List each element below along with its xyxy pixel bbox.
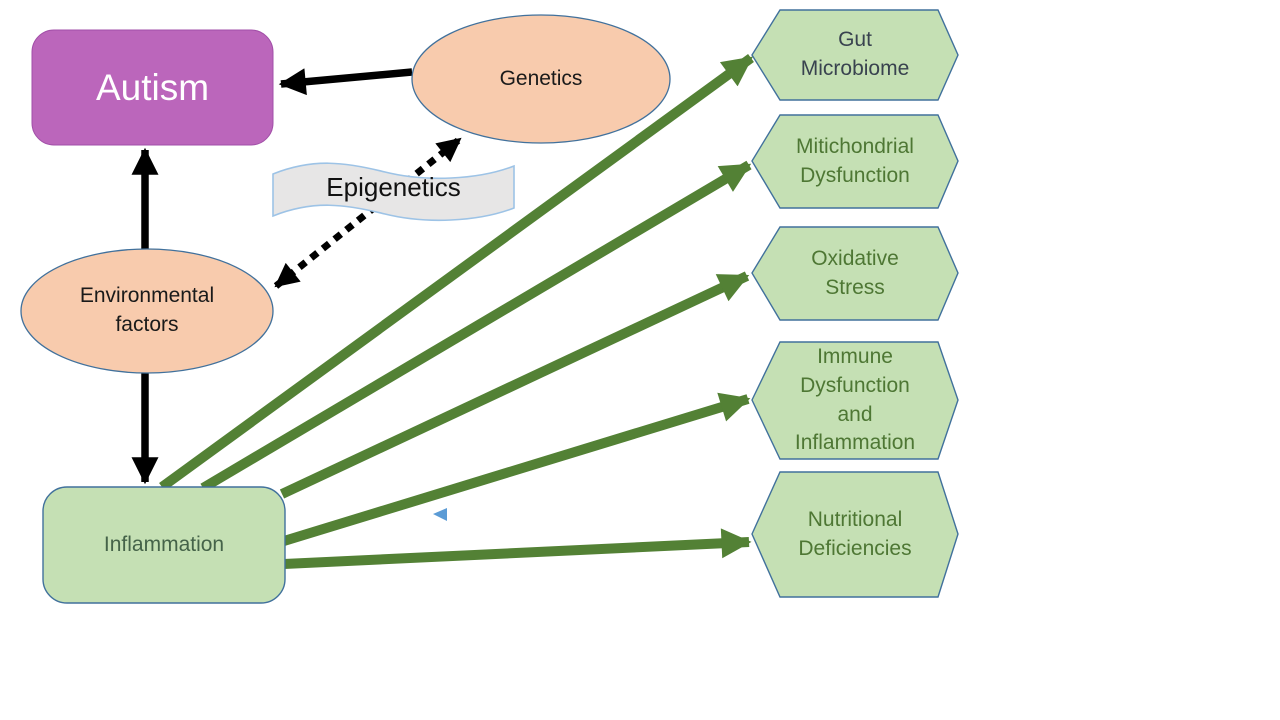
nutritional-deficiencies-label: Nutritional Deficiencies xyxy=(798,507,912,560)
arrow-inflammation-to-gut-microbiome xyxy=(159,53,754,492)
dashed-arrow-genetics-environmental xyxy=(273,136,463,289)
autism-node-shape xyxy=(31,29,274,146)
mitichondrial-dysfunction-label: Mitichondrial Dysfunction xyxy=(796,134,914,187)
arrow-genetics-to-autism xyxy=(278,68,413,96)
inflammation-label: Inflammation xyxy=(103,532,225,556)
epigenetics-banner-shape xyxy=(272,162,515,222)
hexagon-immune-dysfunction xyxy=(751,341,959,460)
arrow-inflammation-to-oxidative-stress xyxy=(279,271,750,499)
genetics-node-shape xyxy=(411,14,671,144)
oxidative-stress-label: Oxidative Stress xyxy=(811,246,899,299)
autism-label: Autism xyxy=(95,66,210,108)
hexagon-oxidative-stress xyxy=(751,226,959,321)
arrow-inflammation-to-mitichondrial-dysfunction xyxy=(200,160,752,493)
genetics-label: Genetics xyxy=(499,66,583,90)
small-blue-triangle-icon xyxy=(433,508,447,521)
epigenetics-label: Epigenetics xyxy=(326,172,461,203)
environmental-node-shape xyxy=(20,248,274,374)
arrow-inflammation-to-immune-dysfunction xyxy=(282,392,751,546)
immune-dysfunction-label: Immune Dysfunction and Inflammation xyxy=(794,344,916,455)
gut-microbiome-label: Gut Microbiome xyxy=(800,28,910,80)
hexagon-mitichondrial-dysfunction xyxy=(751,114,959,209)
hexagon-gut-microbiome xyxy=(751,9,959,101)
arrow-inflammation-to-nutritional-deficiencies xyxy=(283,528,752,569)
inflammation-node-shape xyxy=(42,486,286,604)
hexagon-nutritional-deficiencies xyxy=(751,471,959,598)
environmental-factors-label: Environmental factors xyxy=(79,284,215,336)
